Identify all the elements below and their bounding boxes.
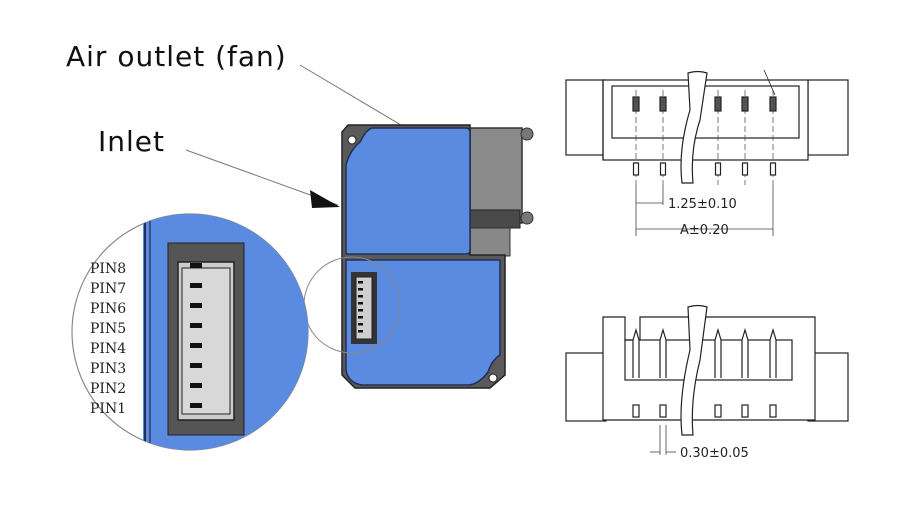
pin-label: PIN3: [90, 361, 126, 377]
pin-contact: [741, 327, 749, 378]
pin-lead: [714, 404, 722, 418]
pin-contact: [358, 302, 363, 305]
pin-label: PIN1: [90, 401, 126, 417]
pin-contact: [190, 323, 202, 328]
lower-housing: [345, 259, 501, 386]
pin-label: PIN5: [90, 321, 126, 337]
pin-contact: [769, 327, 777, 378]
pin-label: PIN7: [90, 281, 126, 297]
pin-contact: [358, 281, 363, 284]
pin-label: PIN4: [90, 341, 126, 357]
pin-label: PIN8: [90, 261, 126, 277]
inlet-arrowhead: [310, 190, 340, 208]
upper-housing: [345, 127, 471, 255]
pin-contact: [190, 363, 202, 368]
pin-contact: [190, 263, 202, 268]
pin-contact: [190, 383, 202, 388]
pin-lead: [659, 162, 667, 176]
pin-contact: [358, 309, 363, 312]
mount-hole: [347, 135, 357, 145]
pin-contact: [358, 323, 363, 326]
connector-side-view: [565, 304, 849, 436]
sensor-body: [341, 124, 534, 389]
overall-dimension-label: A±0.20: [680, 223, 729, 238]
pin-contact: [358, 288, 363, 291]
pin-lead: [769, 404, 777, 418]
pin-contact: [358, 316, 363, 319]
pin-lead: [769, 162, 777, 176]
pin-contact: [190, 343, 202, 348]
pin-label: PIN2: [90, 381, 126, 397]
connector-top-view: [565, 69, 849, 185]
mount-hole: [488, 373, 498, 383]
pin-contact: [190, 283, 202, 288]
pin-contact: [358, 330, 363, 333]
pin-lead: [632, 404, 640, 418]
pin-lead: [632, 162, 640, 176]
pin-lead: [714, 162, 722, 176]
pitch-dimension-label: 1.25±0.10: [668, 197, 737, 212]
pin-lead: [659, 404, 667, 418]
pin-width-dimension: 0.30±0.05: [650, 425, 749, 461]
pin-lead: [741, 162, 749, 176]
pin-contact: [659, 327, 667, 378]
pin-contact: [190, 303, 202, 308]
pin-width-label: 0.30±0.05: [680, 446, 749, 461]
pin-lead: [741, 404, 749, 418]
pin-contact: [632, 327, 640, 378]
pitch-dimension: 1.25±0.10 A±0.20: [635, 185, 774, 238]
pin-contact: [714, 327, 722, 378]
pin-contact: [358, 295, 363, 298]
air-outlet-label: Air outlet (fan): [66, 40, 287, 73]
pin-label: PIN6: [90, 301, 126, 317]
inlet-label: Inlet: [98, 125, 165, 158]
pin-contact: [190, 403, 202, 408]
